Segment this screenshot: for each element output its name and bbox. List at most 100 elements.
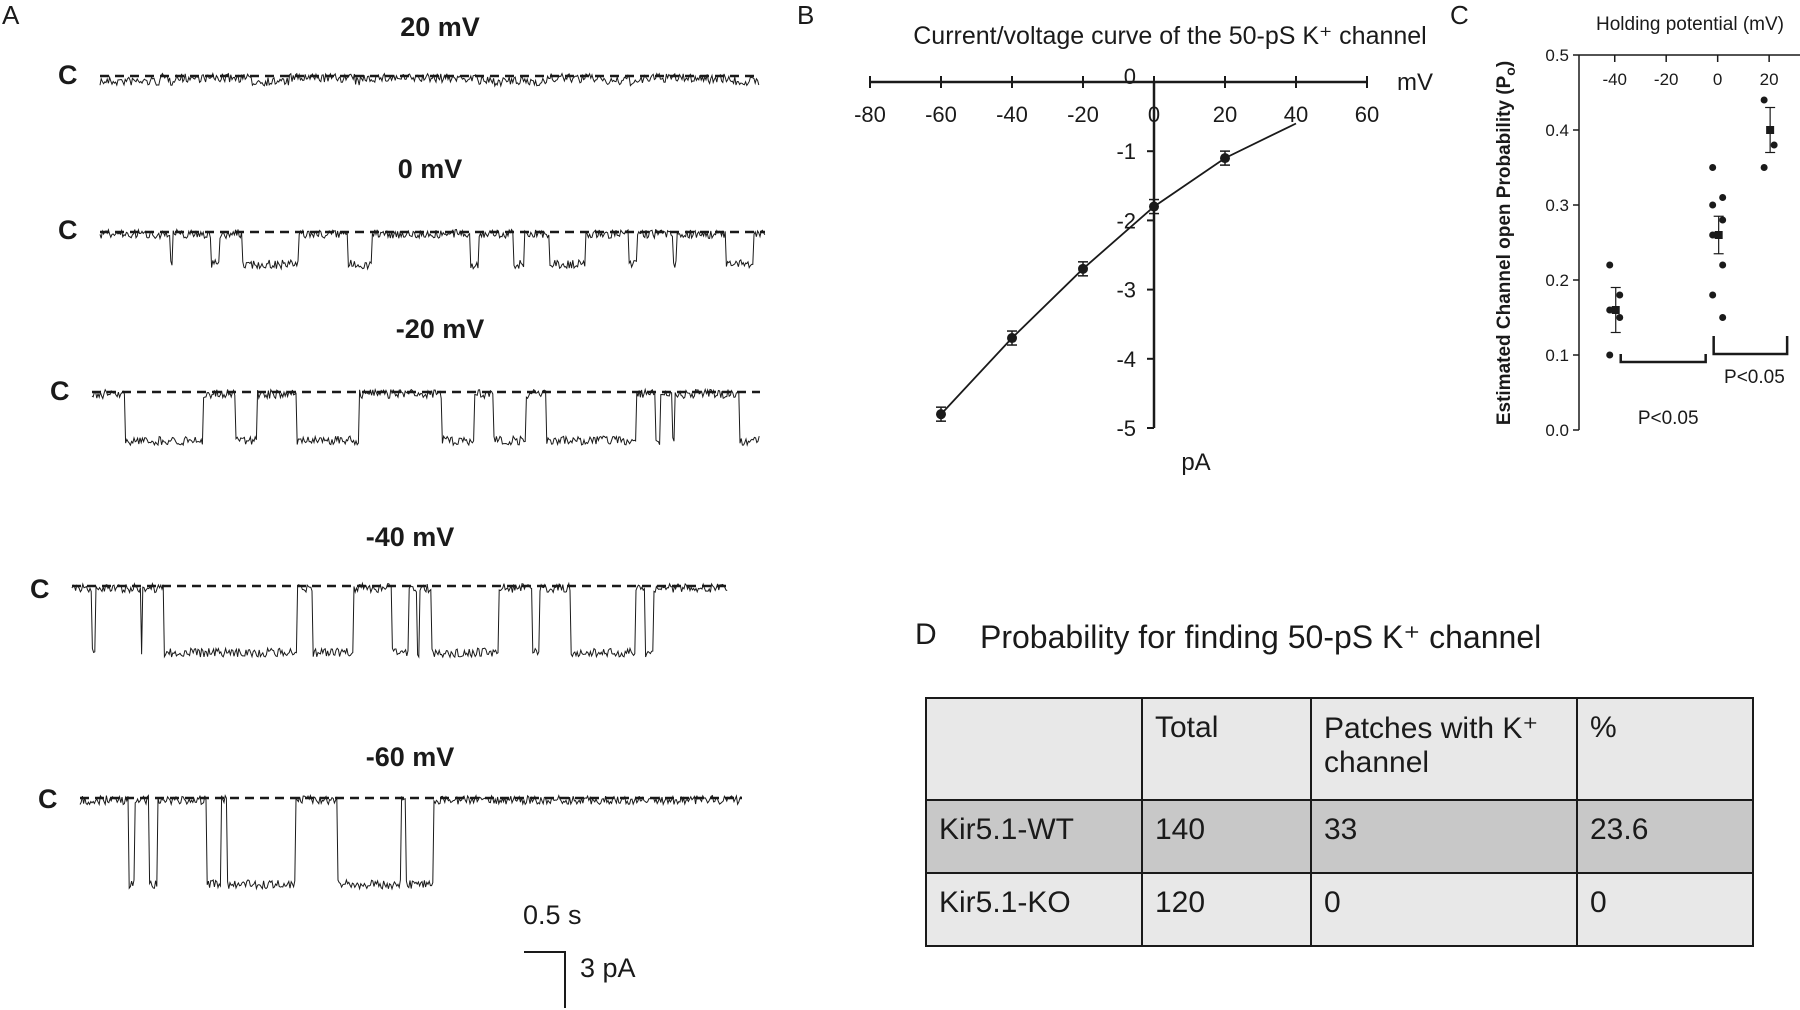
row-total-wt: 140 (1141, 799, 1312, 874)
single-channel-traces: 20 mV C 0 mV C -20 mV C -40 mV C -60 mV C (30, 12, 766, 891)
po-subscript: o (1502, 67, 1518, 76)
po-data-point (1760, 164, 1768, 171)
iv-data-point (1007, 333, 1017, 344)
po-y-axis-label: Estimated Channel open Probability (Po) (1494, 61, 1518, 425)
po-data-point (1709, 201, 1717, 209)
header-cell-total: Total (1141, 697, 1312, 801)
po-data-point (1719, 261, 1727, 269)
x-tick-label: -20 (1067, 102, 1099, 127)
trace-voltage-label: 0 mV (398, 154, 463, 184)
po-data-point (1719, 216, 1727, 224)
current-trace (99, 227, 766, 271)
po-data-point (1719, 194, 1727, 201)
scale-bar (524, 951, 566, 1008)
po-mean-marker (1714, 231, 1723, 239)
po-data-point (1760, 96, 1768, 104)
current-scale-label: 3 pA (580, 953, 636, 983)
table-row: Kir5.1-WT 140 33 23.6 (925, 799, 1754, 874)
x-tick-label: -80 (854, 102, 886, 127)
table-title: Probability for finding 50-pS K⁺ channel (980, 619, 1542, 655)
panel-d-letter: D (915, 618, 937, 651)
x-tick-label: 40 (1284, 102, 1308, 127)
trace-voltage-label: -40 mV (366, 522, 455, 552)
row-patches-wt: 33 (1310, 799, 1578, 874)
po-y-tick-label: 0.5 (1545, 46, 1569, 65)
significance-bracket (1712, 336, 1789, 356)
trace-group: -20 mV C (50, 314, 760, 447)
po-close-paren: ) (1494, 61, 1515, 67)
probability-table: Total Patches with K⁺ channel % Kir5.1-W… (925, 697, 1754, 947)
iv-series-line (940, 122, 1297, 415)
trace-group: -60 mV C (38, 742, 742, 891)
po-x-tick-label: -40 (1602, 70, 1627, 89)
y-tick-label: -1 (1116, 139, 1136, 164)
po-data-point (1616, 314, 1624, 321)
po-data-point (1606, 306, 1614, 314)
trace-voltage-label: -20 mV (396, 314, 485, 344)
trace-voltage-label: 20 mV (400, 12, 480, 42)
table-row: Kir5.1-KO 120 0 0 (925, 872, 1754, 947)
row-total-ko: 120 (1141, 872, 1312, 947)
current-trace (91, 387, 760, 447)
y-tick-label: -5 (1116, 416, 1136, 441)
po-x-tick-label: -20 (1654, 70, 1679, 89)
significance-bracket (1619, 354, 1707, 364)
closed-state-label: C (38, 784, 58, 814)
table-header-row: Total Patches with K⁺ channel % (925, 697, 1754, 801)
po-data-point (1719, 314, 1727, 321)
significance-label: P<0.05 (1638, 408, 1699, 429)
header-cell-percent: % (1576, 697, 1754, 801)
po-y-tick-label: 0.2 (1545, 271, 1569, 290)
trace-group: -40 mV C (30, 522, 728, 659)
trace-group: 0 mV C (58, 154, 766, 271)
iv-data-point (1078, 263, 1088, 274)
significance-label: P<0.05 (1724, 367, 1785, 388)
po-data-point (1770, 141, 1778, 149)
po-mean-marker (1766, 126, 1775, 134)
row-label-ko: Kir5.1-KO (925, 872, 1143, 947)
x-tick-label: -60 (925, 102, 957, 127)
closed-state-label: C (58, 215, 78, 245)
x-tick-label: 0 (1148, 102, 1160, 127)
row-percent-wt: 23.6 (1576, 799, 1754, 874)
y-tick-label: -4 (1116, 347, 1136, 372)
iv-chart-title: Current/voltage curve of the 50-pS K⁺ ch… (913, 22, 1427, 50)
closed-state-label: C (58, 60, 78, 90)
panel-c-letter: C (1450, 0, 1469, 30)
x-tick-label: -40 (996, 102, 1028, 127)
panel-b-letter: B (797, 0, 815, 30)
po-data-point (1709, 291, 1717, 299)
y-tick-label: -3 (1116, 278, 1136, 303)
closed-state-label: C (50, 376, 70, 406)
po-data-point (1709, 231, 1717, 239)
x-axis-label: mV (1397, 69, 1433, 96)
po-y-tick-label: 0.3 (1545, 196, 1569, 215)
closed-state-label: C (30, 574, 50, 604)
po-data-point (1606, 351, 1614, 359)
po-top-axis-title: Holding potential (mV) (1596, 14, 1784, 35)
current-trace (71, 581, 728, 659)
current-trace (99, 72, 760, 88)
po-data-point (1606, 261, 1614, 269)
time-scale-label: 0.5 s (523, 900, 582, 930)
po-x-tick-label: 0 (1713, 70, 1722, 89)
iv-curve-chart: Current/voltage curve of the 50-pS K⁺ ch… (854, 22, 1433, 476)
current-trace (79, 794, 742, 891)
x-tick-label: 60 (1355, 102, 1379, 127)
iv-data-point (1220, 153, 1230, 164)
po-mean-marker (1611, 306, 1620, 314)
po-y-tick-label: 0.0 (1545, 421, 1569, 440)
po-data-point (1616, 291, 1624, 299)
y-axis-label: pA (1181, 449, 1210, 476)
po-y-tick-label: 0.4 (1545, 121, 1569, 140)
trace-voltage-label: -60 mV (366, 742, 455, 772)
panel-a-letter: A (2, 0, 20, 30)
iv-data-point (936, 409, 946, 420)
x-tick-label: 20 (1213, 102, 1237, 127)
row-percent-ko: 0 (1576, 872, 1754, 947)
header-cell-patches: Patches with K⁺ channel (1310, 697, 1578, 801)
y-tick-label: -2 (1116, 208, 1136, 233)
iv-data-point (1149, 201, 1159, 212)
trace-group: 20 mV C (58, 12, 760, 90)
